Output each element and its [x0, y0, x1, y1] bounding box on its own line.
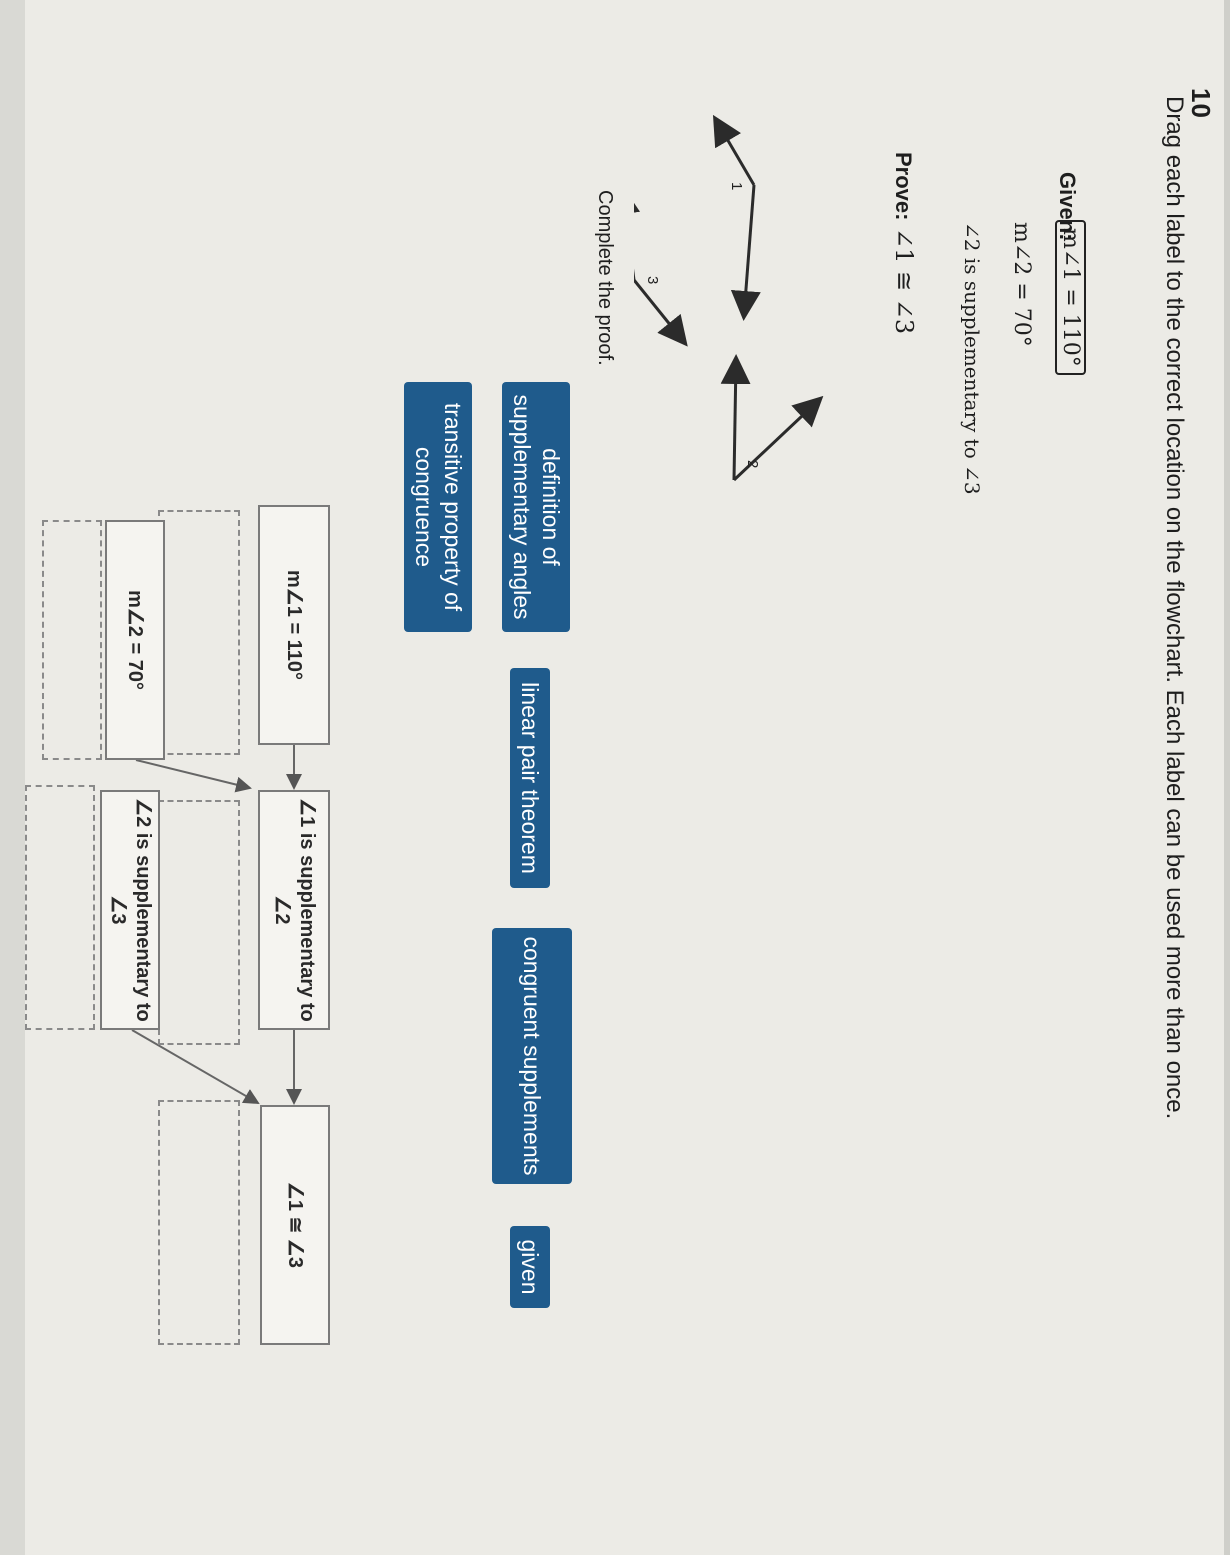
angle-2-label: 2 [744, 460, 761, 468]
angle-3-label: 3 [644, 276, 661, 284]
worksheet-page: 10 Drag each label to the correct locati… [25, 0, 1230, 1555]
flowchart-statement-2-supp-3: ∠2 is supplementary to ∠3 [100, 790, 160, 1030]
angles-figure: 1 2 3 [634, 114, 824, 482]
angle-2-figure: 2 [720, 354, 824, 482]
flowchart-statement-1-supp-2: ∠1 is supplementary to ∠2 [258, 790, 330, 1030]
flowchart-drop-slot-1[interactable] [158, 510, 240, 755]
flowchart-statement-m2: m∠2 = 70° [105, 520, 165, 760]
flowchart-drop-slot-3[interactable] [158, 800, 240, 1045]
flowchart-drop-slot-4[interactable] [25, 785, 95, 1030]
flowchart-statement-m1: m∠1 = 110° [258, 505, 330, 745]
flowchart-drop-slot-2[interactable] [42, 520, 102, 760]
flowchart-drop-slot-5[interactable] [158, 1100, 240, 1345]
flowchart-statement-conclusion: ∠1 ≅ ∠3 [260, 1105, 330, 1345]
angle-1-label: 1 [728, 182, 745, 190]
angle-3-figure: 3 [634, 184, 688, 347]
angle-1-figure: 1 [712, 114, 761, 321]
flowchart-connectors [131, 745, 302, 1105]
rotated-content: 10 Drag each label to the correct locati… [25, 0, 1230, 1555]
